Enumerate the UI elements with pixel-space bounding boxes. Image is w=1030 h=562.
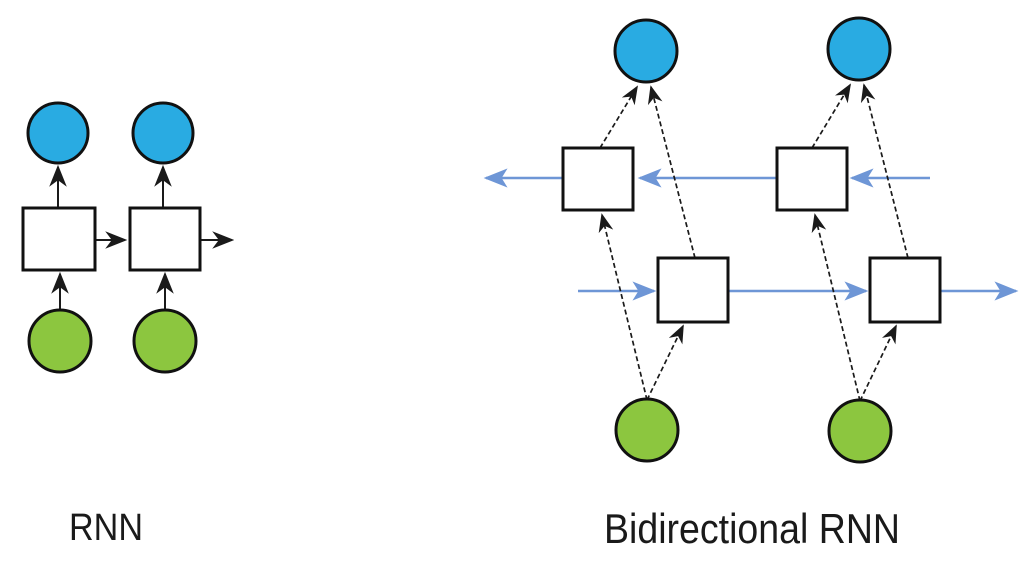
forward-to-output-arrow-t2 [860, 83, 909, 259]
forward-hidden-node-t1 [656, 256, 730, 324]
panel-bidirectional-rnn: Bidirectional RNN [483, 16, 1019, 552]
output-node-t1 [613, 18, 679, 84]
output-node-t2 [131, 101, 195, 165]
input-to-forward-arrow-t2 [859, 324, 897, 402]
backward-to-output-arrow-t2 [811, 83, 851, 149]
rnn-caption: RNN [69, 507, 143, 549]
input-to-backward-arrow-t2 [811, 213, 861, 402]
input-node-t2 [132, 308, 198, 374]
hidden-node-t2 [128, 206, 202, 272]
output-node-t2 [826, 16, 892, 82]
input-to-forward-arrow-t1 [646, 324, 684, 401]
input-node-t1 [614, 397, 680, 463]
forward-hidden-node-t2 [868, 256, 942, 324]
hidden-node-t1 [21, 206, 97, 272]
input-node-t1 [27, 308, 93, 374]
backward-hidden-node-t2 [775, 146, 849, 212]
panel-rnn: RNN [21, 101, 235, 549]
forward-to-output-arrow-t1 [647, 85, 696, 259]
output-node-t1 [26, 101, 90, 165]
bidirectional-rnn-caption: Bidirectional RNN [604, 505, 900, 552]
input-to-backward-arrow-t1 [598, 213, 648, 401]
input-node-t2 [827, 398, 893, 464]
backward-hidden-node-t1 [561, 146, 635, 212]
backward-to-output-arrow-t1 [599, 85, 638, 149]
